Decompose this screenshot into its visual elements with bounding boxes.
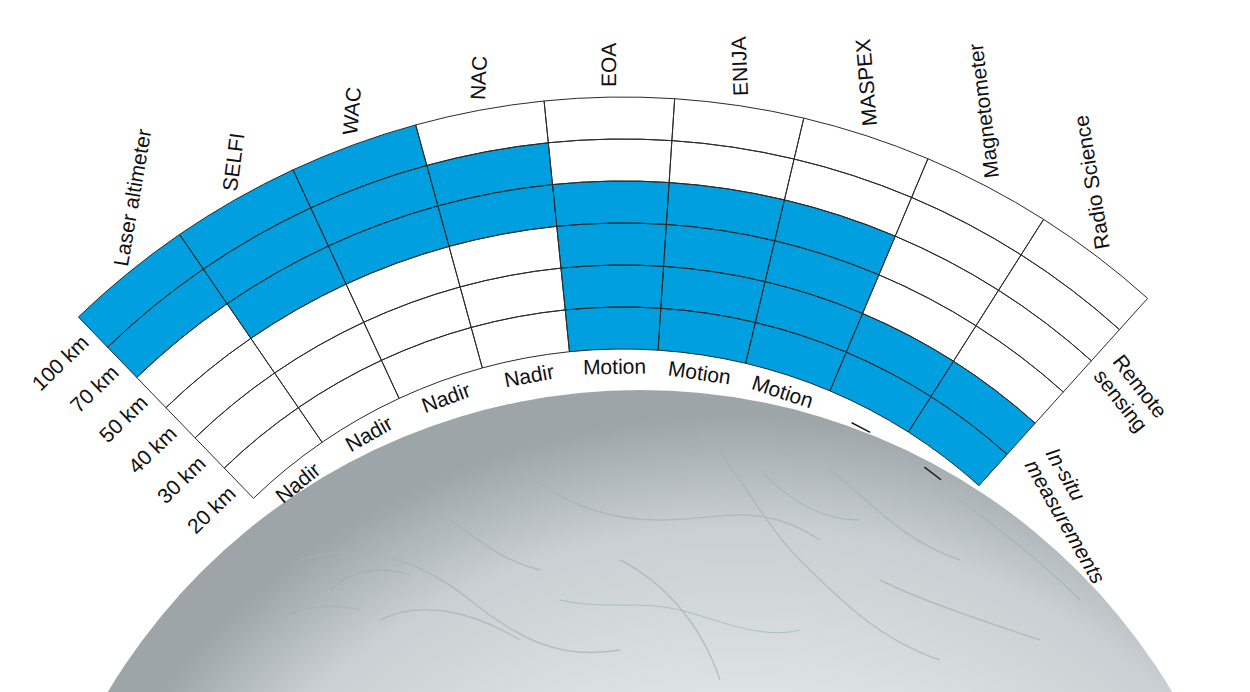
pointing-mode-label: Motion <box>582 355 645 380</box>
grid-cell-border <box>427 143 553 206</box>
grid-cell-border <box>346 246 460 322</box>
grid-cell-border <box>846 314 953 397</box>
grid-cell-border <box>912 159 1044 255</box>
grid-cell-border <box>666 183 784 241</box>
grid-cell-border <box>1021 219 1148 329</box>
grid-cell-border <box>460 268 565 327</box>
grid-cell-border <box>953 326 1063 424</box>
instrument-label: Radio Science <box>1069 113 1115 251</box>
inactive-cell <box>471 310 569 368</box>
altitude-label: 50 km <box>95 391 153 448</box>
surface-texture <box>330 470 860 633</box>
grid-cell-border <box>669 141 794 200</box>
grid-cell-border <box>293 125 427 208</box>
grid-cell-border <box>195 373 298 468</box>
pointing-mode-label: Nadir <box>419 378 474 418</box>
grid-cell-border <box>364 287 471 360</box>
grid-cell-border <box>553 181 670 226</box>
grid-cell-border <box>561 265 664 310</box>
grid-cell-border <box>108 269 228 377</box>
grid-cell-border <box>765 241 879 314</box>
instrument-label: MASPEX <box>851 38 882 127</box>
grid-cell-border <box>328 206 449 284</box>
grid-cell-border <box>203 208 328 304</box>
grid-cell-border <box>416 101 549 165</box>
grid-cell-border <box>251 284 364 373</box>
instrument-label: ENIJA <box>727 36 753 96</box>
grid-cell-border <box>438 185 557 247</box>
active-cell <box>561 265 664 310</box>
grid-cell-border <box>275 322 382 407</box>
grid-cell-border <box>755 282 862 353</box>
grid-cell-border <box>999 255 1120 361</box>
active-cell <box>557 223 667 268</box>
instrument-label: SELFI <box>218 132 249 193</box>
grid-cell-border <box>879 236 999 326</box>
grid-cell-border <box>471 310 569 368</box>
grid-cell-border <box>78 234 203 347</box>
inactive-cell <box>544 97 675 143</box>
pointing-mode-label: Nadir <box>341 412 397 458</box>
inactive-cell <box>548 139 672 185</box>
grid-cell-border <box>565 307 661 352</box>
grid-cell-border <box>449 226 561 287</box>
grid-cell-border <box>672 99 804 159</box>
grid-cell-border <box>180 170 311 269</box>
active-cell <box>553 181 670 226</box>
surface-texture <box>250 430 1080 680</box>
grid-cell-border <box>658 308 755 363</box>
instrument-label: NAC <box>465 56 491 101</box>
grid-cell-border <box>311 165 438 246</box>
grid-cell-border <box>137 304 251 408</box>
instrument-label: Magnetometer <box>963 42 1003 179</box>
grid-cell-border <box>557 223 667 268</box>
pointing-mode-label: — <box>847 410 877 441</box>
active-cell <box>658 308 755 363</box>
pointing-mode-label: — <box>918 456 949 488</box>
grid-cell-border <box>895 197 1021 290</box>
instrument-label: EOA <box>597 43 621 87</box>
grid-cell-border <box>784 159 911 236</box>
pointing-mode-label: Motion <box>749 371 816 414</box>
grid-cell-border <box>976 290 1091 392</box>
grid-cell-border <box>775 200 896 275</box>
grid-cell-border <box>166 338 275 438</box>
pointing-mode-label: Nadir <box>271 458 325 508</box>
altitude-label: 20 km <box>182 481 240 538</box>
grid-cell-border <box>794 118 928 197</box>
active-cell <box>565 307 661 352</box>
pointing-mode-label: Motion <box>667 356 733 389</box>
grid-cell-border <box>863 275 976 361</box>
grid-cell-border <box>548 139 672 185</box>
pointing-mode-label: Nadir <box>502 359 556 392</box>
instrument-label: Laser altimeter <box>109 127 156 268</box>
measurement-type-label: Remote sensing <box>1089 350 1184 452</box>
grid-cell-border <box>544 97 675 143</box>
grid-cell-border <box>931 361 1035 454</box>
instrument-label: WAC <box>338 86 366 136</box>
altitude-label: 30 km <box>153 451 211 508</box>
measurement-type-label: In-situ measurements <box>1020 443 1133 590</box>
